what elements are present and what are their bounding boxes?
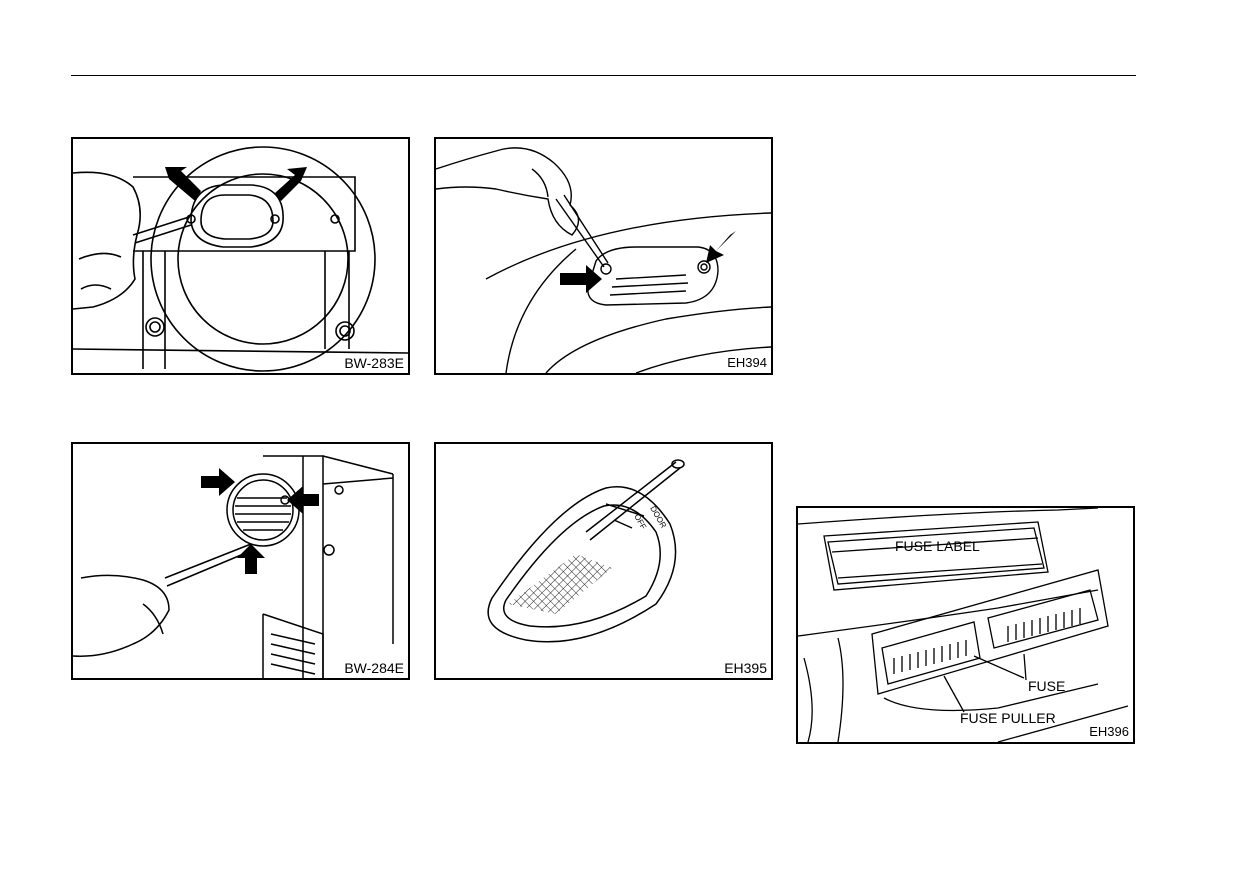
fuse-puller-callout: FUSE PULLER bbox=[960, 710, 1056, 726]
illustration-cargo-lamp-screws bbox=[436, 147, 771, 373]
figure-eh395: OFF DOOR EH395 bbox=[434, 442, 773, 680]
illustration-side-lamp-removal bbox=[73, 455, 394, 678]
figure-eh394: EH394 bbox=[434, 137, 773, 375]
figure-code: EH394 bbox=[727, 355, 767, 370]
figure-code: EH396 bbox=[1089, 724, 1129, 739]
illustration-license-lamp-removal bbox=[73, 146, 408, 372]
figure-code: EH395 bbox=[724, 660, 767, 676]
fuse-callout: FUSE bbox=[1028, 678, 1066, 694]
figure-code: BW-283E bbox=[344, 355, 404, 371]
header-rule bbox=[71, 75, 1136, 76]
fuse-label-callout: FUSE LABEL bbox=[895, 538, 980, 554]
figure-bw-283e: BW-283E bbox=[71, 137, 410, 375]
illustration-interior-lamp-lens: OFF DOOR bbox=[487, 459, 685, 643]
switch-off-label: OFF bbox=[632, 513, 648, 531]
illustration-fuse-box bbox=[798, 508, 1129, 742]
figure-bw-284e: BW-284E bbox=[71, 442, 410, 680]
figure-eh396: FUSE LABEL FUSE FUSE PULLER EH396 bbox=[796, 506, 1135, 744]
figure-code: BW-284E bbox=[344, 660, 404, 676]
